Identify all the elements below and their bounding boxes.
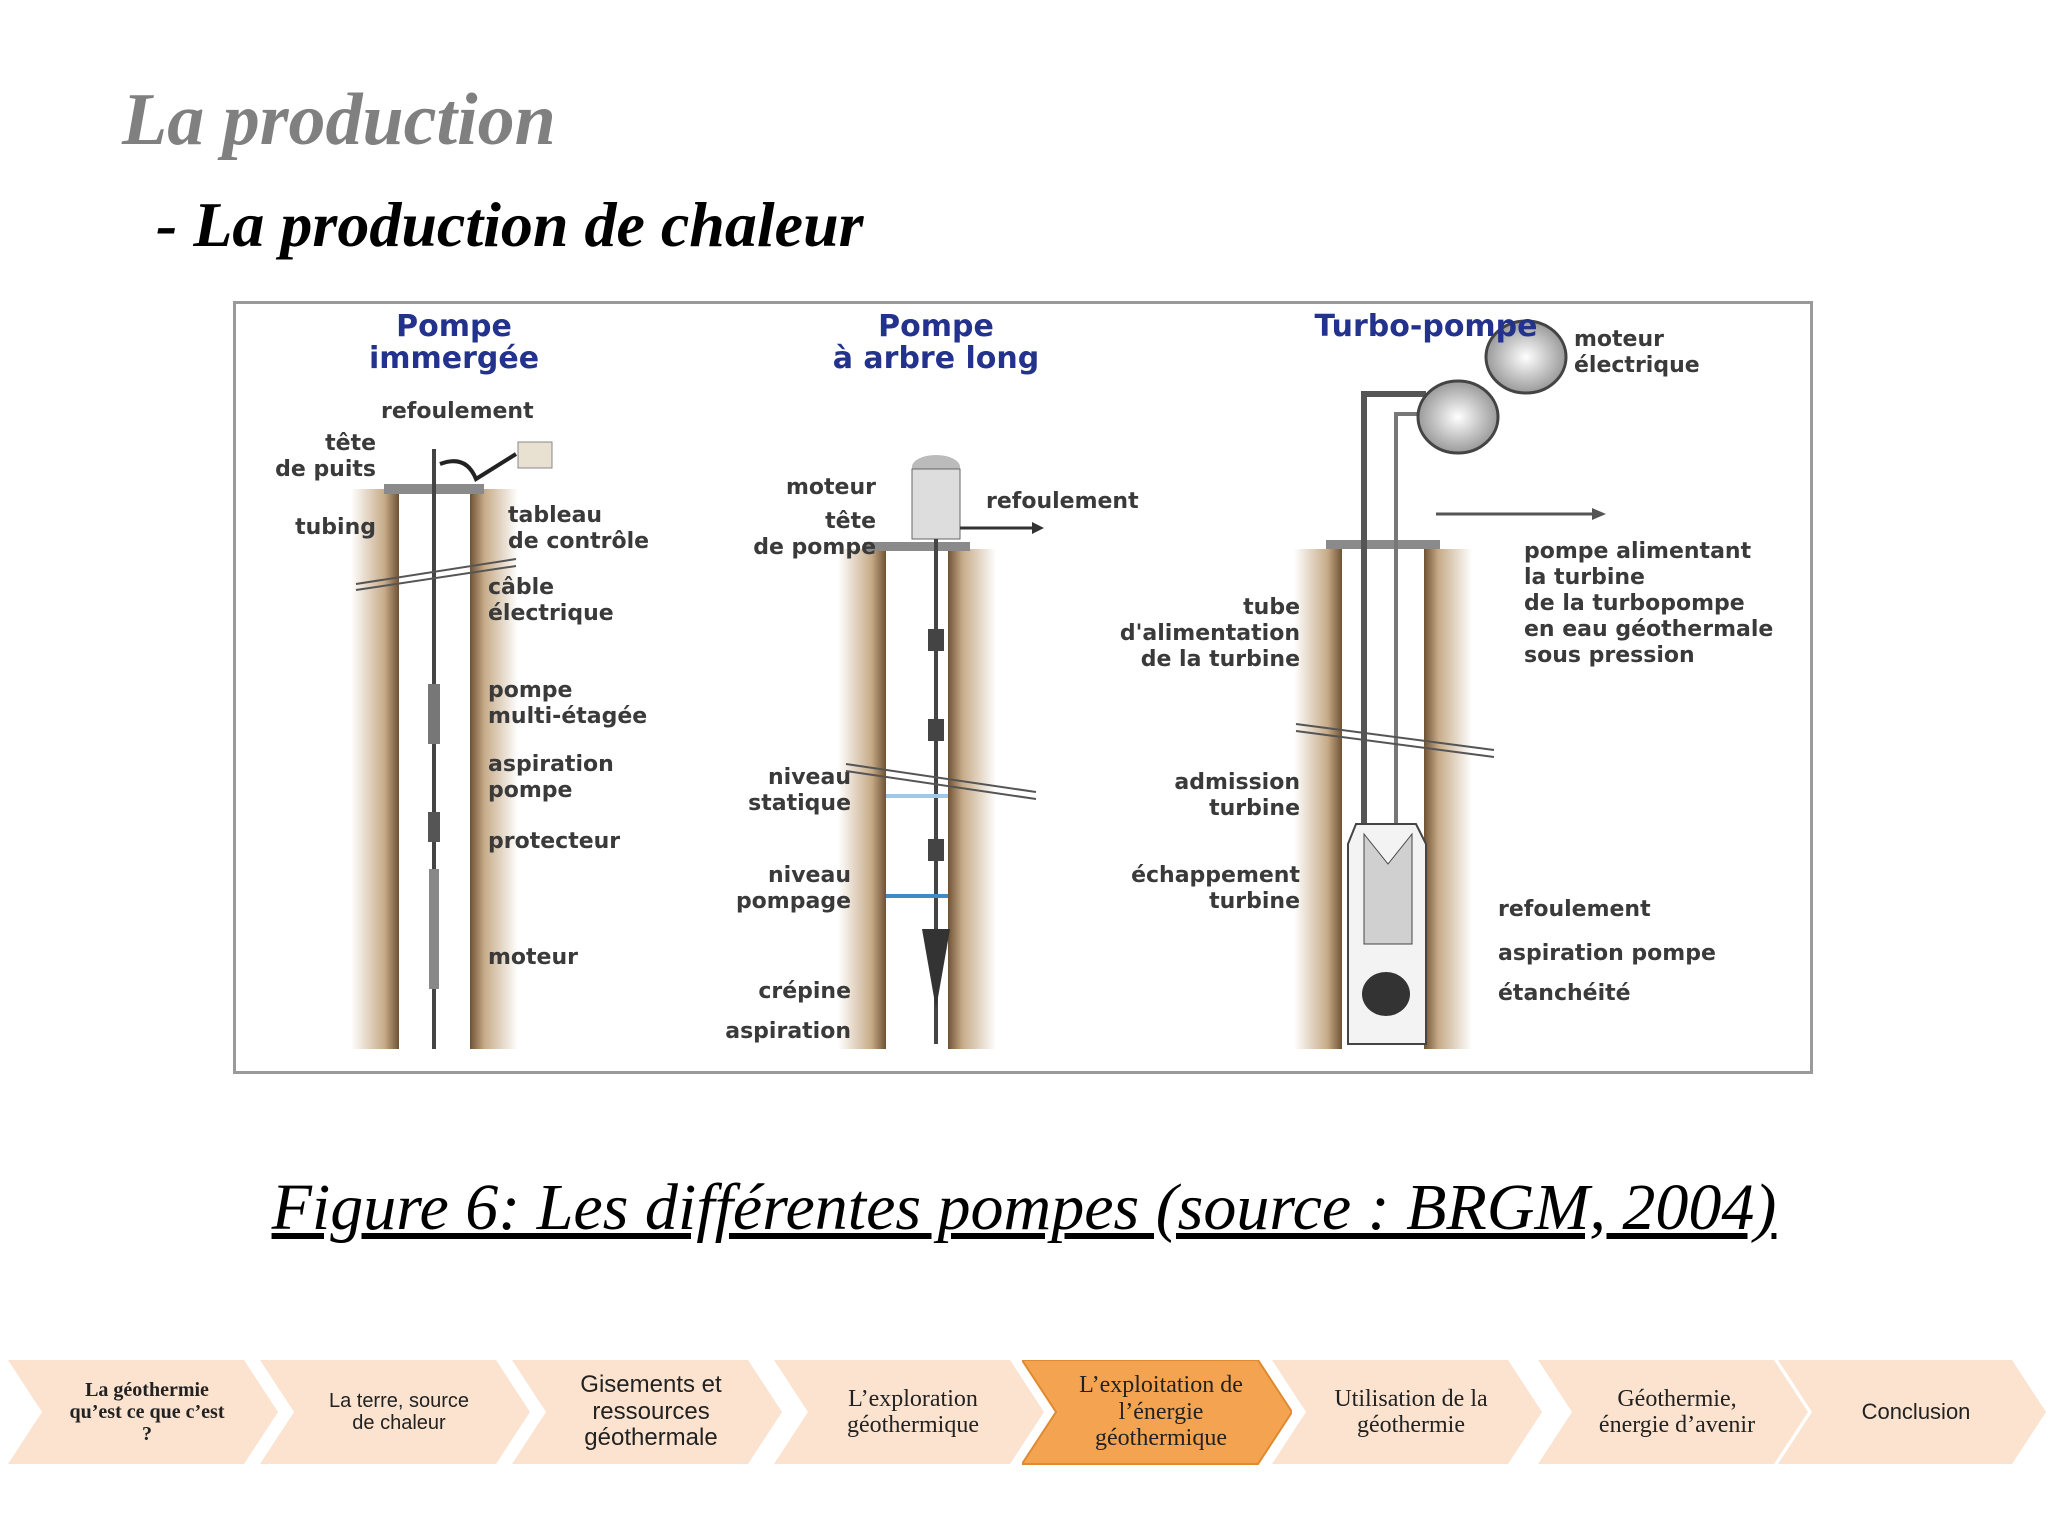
section-turbo-pompe: Turbo-pompe moteur électrique pompe alim…	[1120, 309, 1773, 1049]
label-cable: câble	[488, 575, 554, 600]
label-pompe-alimentant-4: en eau géothermale	[1524, 617, 1773, 642]
heading-pompe-arbre-long-1: Pompe	[878, 309, 994, 344]
pump-diagram-figure: Pompe immergée refoulement tête de puits…	[233, 301, 1813, 1074]
label-tube: tube	[1243, 595, 1300, 620]
label-refoulement-3: refoulement	[1498, 897, 1651, 922]
nav-item-geothermie[interactable]: La géothermie qu’est ce que c’est ?	[8, 1360, 278, 1464]
slide-title: La production	[122, 79, 556, 161]
nav-item-avenir[interactable]: Géothermie, énergie d’avenir	[1538, 1360, 1808, 1464]
label-aspiration-2: aspiration	[725, 1019, 851, 1044]
label-tubing: tubing	[295, 515, 376, 540]
label-niveau-pompage-1: niveau	[768, 863, 851, 888]
label-alimentation: d'alimentation	[1120, 621, 1300, 646]
label-de-pompe: de pompe	[753, 535, 876, 560]
label-multi-etagee: multi-étagée	[488, 704, 647, 729]
nav-item-exploitation[interactable]: L’exploitation de l’énergie géothermique	[1022, 1360, 1292, 1465]
nav-item-avenir-label: Géothermie, énergie d’avenir	[1598, 1385, 1756, 1438]
section-pompe-arbre-long: Pompe à arbre long moteur tête de pompe …	[725, 309, 1139, 1049]
label-de-la-turbine: de la turbine	[1141, 647, 1300, 672]
nav-item-exploitation-label: L’exploitation de l’énergie géothermique	[1079, 1372, 1243, 1452]
label-electrique: électrique	[488, 601, 614, 626]
nav-item-geothermie-label: La géothermie qu’est ce que c’est ?	[69, 1379, 225, 1445]
label-aspiration-pompe-3: aspiration pompe	[1498, 941, 1716, 966]
label-de-puits: de puits	[275, 457, 376, 482]
label-echappement: échappement	[1131, 863, 1300, 888]
label-protecteur: protecteur	[488, 829, 620, 854]
nav-item-gisements[interactable]: Gisements et ressources géothermale	[512, 1360, 782, 1464]
nav-item-terre-source-label: La terre, source de chaleur	[328, 1390, 470, 1434]
label-tete-2: tête	[825, 509, 876, 534]
section-navigation: La géothermie qu’est ce que c’est ? La t…	[8, 1360, 2048, 1480]
nav-item-exploration-label: L’exploration géothermique	[847, 1385, 979, 1438]
label-moteur: moteur	[488, 945, 578, 970]
figure-caption: Figure 6: Les différentes pompes (source…	[271, 1171, 1777, 1244]
label-pompe: pompe	[488, 678, 572, 703]
heading-turbo-pompe: Turbo-pompe	[1314, 309, 1537, 344]
label-aspiration-pompe: pompe	[488, 778, 572, 803]
slide-subtitle: - La production de chaleur	[156, 189, 864, 260]
label-echappement-turbine: turbine	[1209, 889, 1300, 914]
label-moteur-3: moteur	[1574, 327, 1664, 352]
label-pompe-alimentant-3: de la turbopompe	[1524, 591, 1745, 616]
label-pompe-alimentant-1: pompe alimentant	[1524, 539, 1752, 564]
label-crepine: crépine	[758, 979, 851, 1004]
label-etancheite: étanchéité	[1498, 981, 1631, 1006]
nav-item-terre-source[interactable]: La terre, source de chaleur	[260, 1360, 530, 1464]
label-electrique-3: électrique	[1574, 353, 1700, 378]
label-de-controle: de contrôle	[508, 529, 649, 554]
heading-pompe-arbre-long-2: à arbre long	[833, 341, 1040, 376]
label-admission-turbine: turbine	[1209, 796, 1300, 821]
label-admission: admission	[1174, 770, 1300, 795]
nav-item-gisements-label: Gisements et ressources géothermale	[580, 1371, 722, 1452]
label-niveau-pompage-2: pompage	[736, 889, 851, 914]
label-pompe-alimentant-2: la turbine	[1524, 565, 1645, 590]
nav-item-utilisation-label: Utilisation de la géothermie	[1334, 1385, 1488, 1438]
label-refoulement: refoulement	[381, 399, 534, 424]
heading-pompe-immergee-1: Pompe	[396, 309, 512, 344]
nav-item-utilisation[interactable]: Utilisation de la géothermie	[1272, 1360, 1542, 1464]
nav-item-conclusion-label: Conclusion	[1861, 1398, 1971, 1424]
nav-item-conclusion[interactable]: Conclusion	[1778, 1360, 2046, 1464]
nav-item-exploration[interactable]: L’exploration géothermique	[774, 1360, 1044, 1464]
label-niveau-statique-2: statique	[748, 791, 851, 816]
label-pompe-alimentant-5: sous pression	[1524, 643, 1695, 668]
label-niveau-statique-1: niveau	[768, 765, 851, 790]
label-tete: tête	[325, 431, 376, 456]
section-pompe-immergee: Pompe immergée refoulement tête de puits…	[275, 309, 649, 1049]
label-refoulement-2: refoulement	[986, 489, 1139, 514]
label-aspiration: aspiration	[488, 752, 614, 777]
label-moteur-2: moteur	[786, 475, 876, 500]
label-tableau: tableau	[508, 503, 602, 528]
heading-pompe-immergee-2: immergée	[369, 341, 539, 376]
